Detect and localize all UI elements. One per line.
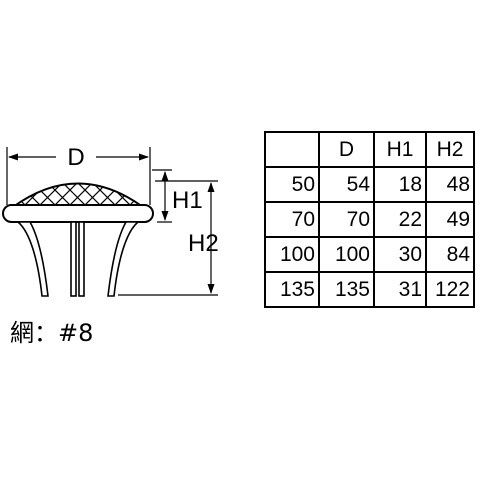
table-cell: 30 — [373, 236, 427, 273]
table-cell: 70 — [318, 201, 375, 238]
table-cell: 122 — [425, 271, 475, 308]
dimension-h2 — [118, 180, 218, 296]
table-cell: 50 — [264, 166, 320, 203]
dimension-h1-label: H1 — [172, 187, 203, 214]
right-leg — [107, 221, 141, 297]
mesh-dome — [9, 182, 147, 208]
table-row: 100 100 30 84 — [264, 236, 475, 273]
table-cell: 54 — [318, 166, 375, 203]
table-header-cell: D — [318, 131, 375, 168]
dimension-d-label: D — [67, 144, 84, 171]
dimension-h2-label: H2 — [188, 230, 219, 257]
table-header-cell: H1 — [373, 131, 427, 168]
dimension-h1 — [152, 169, 172, 223]
center-leg-left — [70, 221, 77, 297]
table-cell: 49 — [425, 201, 475, 238]
table-row: 135 135 31 122 — [264, 271, 475, 308]
table-cell: 22 — [373, 201, 427, 238]
spec-table: D H1 H2 50 54 18 48 70 70 22 49 100 100 … — [264, 131, 475, 308]
left-leg — [15, 221, 49, 297]
table-header-row: D H1 H2 — [264, 131, 475, 168]
table-cell: 135 — [318, 271, 375, 308]
strainer-rim — [2, 204, 154, 223]
table-cell: 135 — [264, 271, 320, 308]
table-cell: 31 — [373, 271, 427, 308]
table-cell: 84 — [425, 236, 475, 273]
table-row: 70 70 22 49 — [264, 201, 475, 238]
table-cell: 18 — [373, 166, 427, 203]
table-cell: 70 — [264, 201, 320, 238]
center-leg-right — [78, 221, 85, 297]
mesh-note: 網：#8 — [10, 319, 94, 347]
table-cell: 100 — [318, 236, 375, 273]
dimension-d — [6, 147, 151, 205]
table-header-cell — [264, 131, 320, 168]
table-row: 50 54 18 48 — [264, 166, 475, 203]
table-cell: 48 — [425, 166, 475, 203]
table-header-cell: H2 — [425, 131, 475, 168]
table-cell: 100 — [264, 236, 320, 273]
